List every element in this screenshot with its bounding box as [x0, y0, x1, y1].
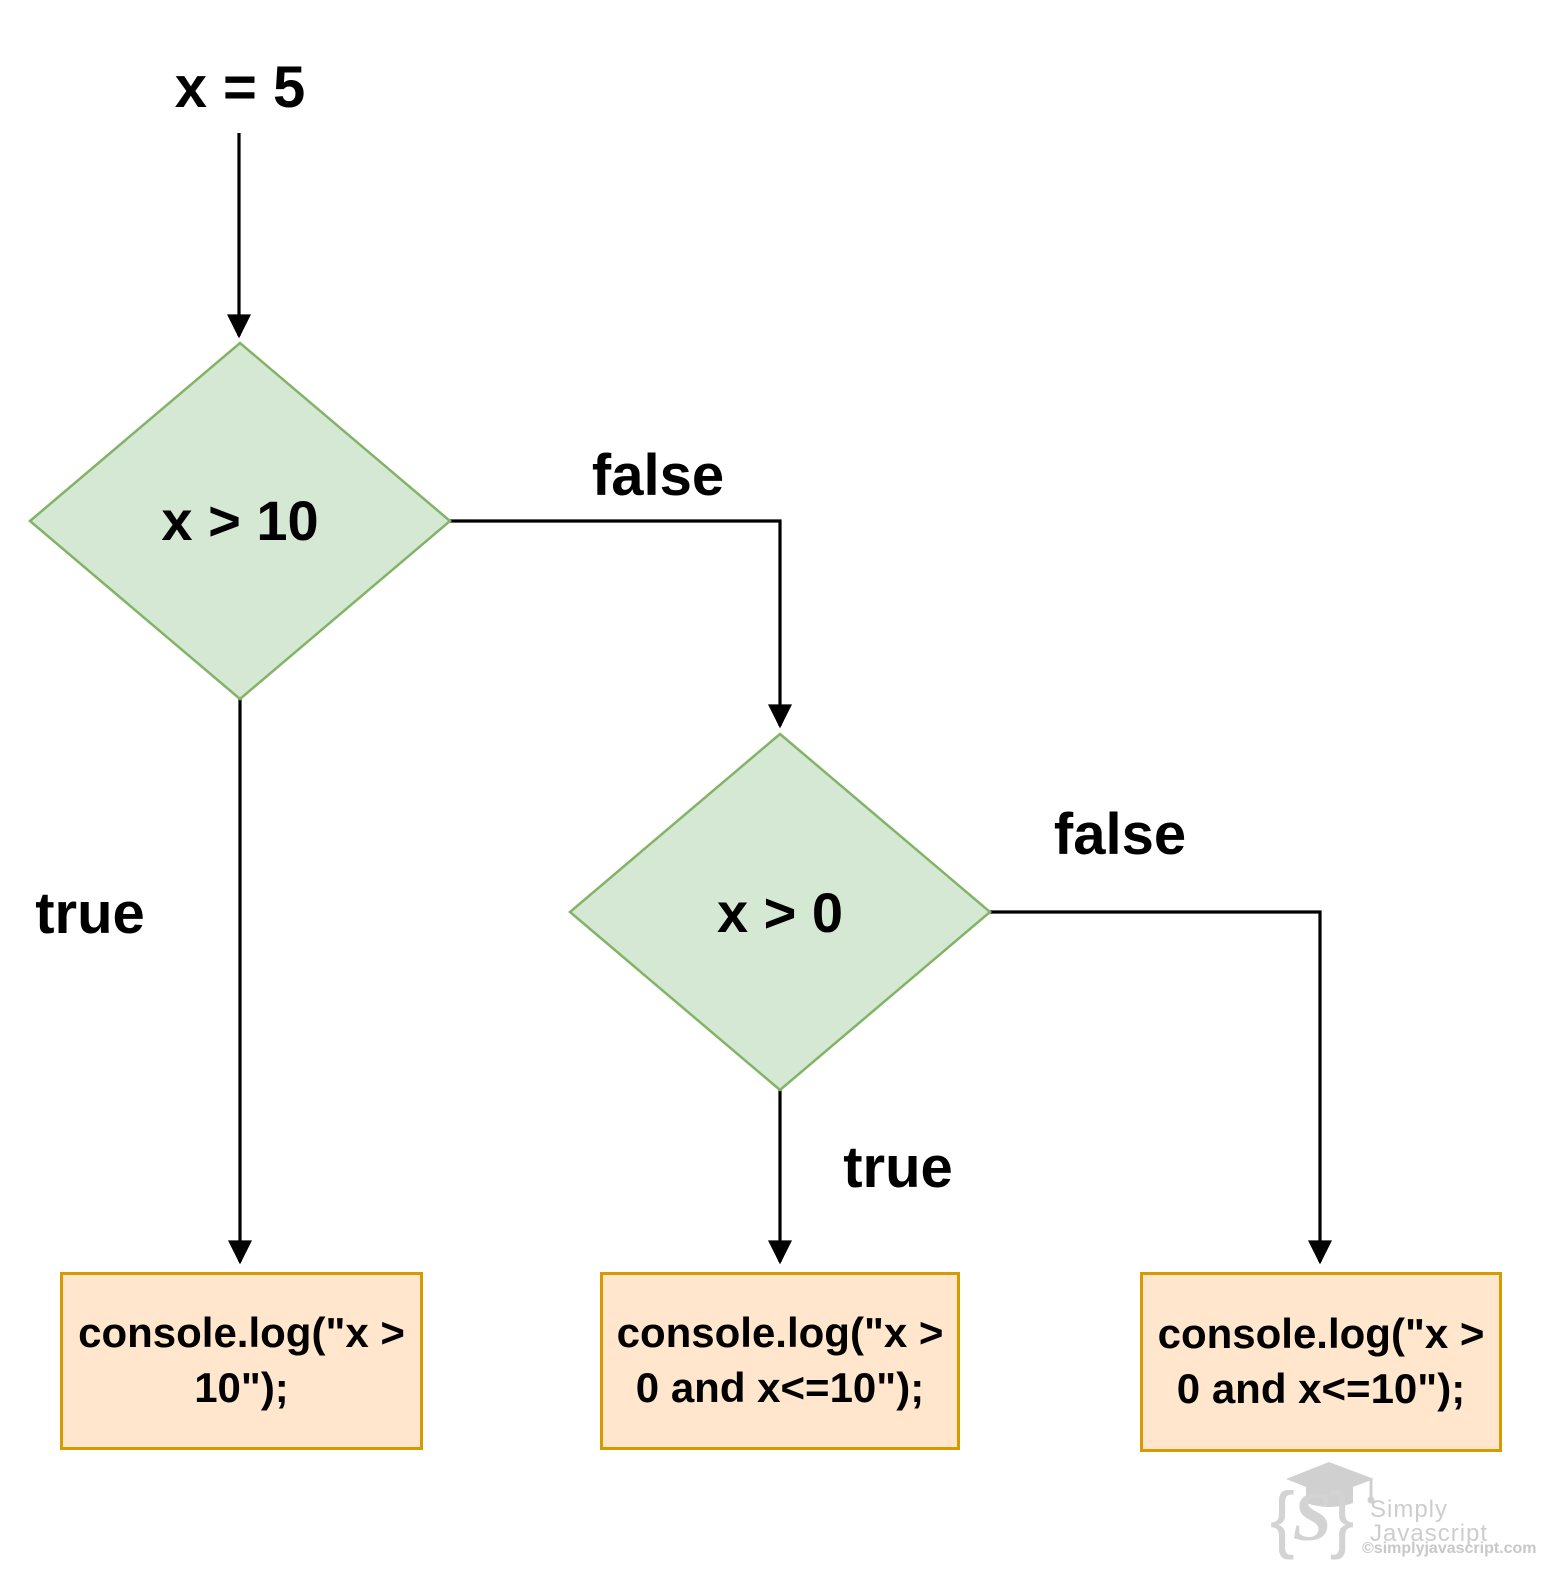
- process2-line1: console.log("x >: [616, 1309, 944, 1357]
- connector-decision1-false: [450, 519, 792, 729]
- watermark-monogram-letter: S: [1292, 1479, 1332, 1556]
- watermark-brand-line1: Simply: [1370, 1496, 1449, 1523]
- process3-box: console.log("x > 0 and x<=10");: [1140, 1272, 1502, 1452]
- decision1-diamond: [28, 341, 452, 701]
- process2-box: console.log("x > 0 and x<=10");: [600, 1272, 960, 1450]
- edge-label-decision2-true: true: [843, 1135, 953, 1200]
- process1-line2: 10");: [194, 1364, 289, 1411]
- watermark-brand-line2: Javascript: [1370, 1520, 1489, 1547]
- watermark-monogram: { S }: [1270, 1476, 1355, 1560]
- process2-line2: 0 and x<=10");: [635, 1364, 925, 1411]
- start-label: x = 5: [174, 55, 306, 120]
- edge-label-decision2-false: false: [1053, 802, 1187, 867]
- edge-label-decision1-true: true: [35, 881, 145, 946]
- edge-label-decision1-false: false: [591, 443, 725, 508]
- decision2-label: x > 0: [716, 881, 844, 944]
- process3-line1: console.log("x >: [1157, 1310, 1485, 1358]
- graduation-cap-icon: [1286, 1462, 1375, 1507]
- decision1-label: x > 10: [161, 489, 319, 552]
- process1-box: console.log("x > 10");: [60, 1272, 423, 1450]
- process3-line2: 0 and x<=10");: [1176, 1365, 1466, 1412]
- watermark-brace-close: }: [1329, 1476, 1355, 1560]
- decision2-diamond: [568, 732, 992, 1092]
- connector-decision2-false: [990, 910, 1332, 1265]
- watermark-brace-open: {: [1270, 1476, 1295, 1560]
- watermark-site: ©simplyjavascript.com: [1362, 1540, 1537, 1557]
- process1-line1: console.log("x >: [78, 1309, 405, 1357]
